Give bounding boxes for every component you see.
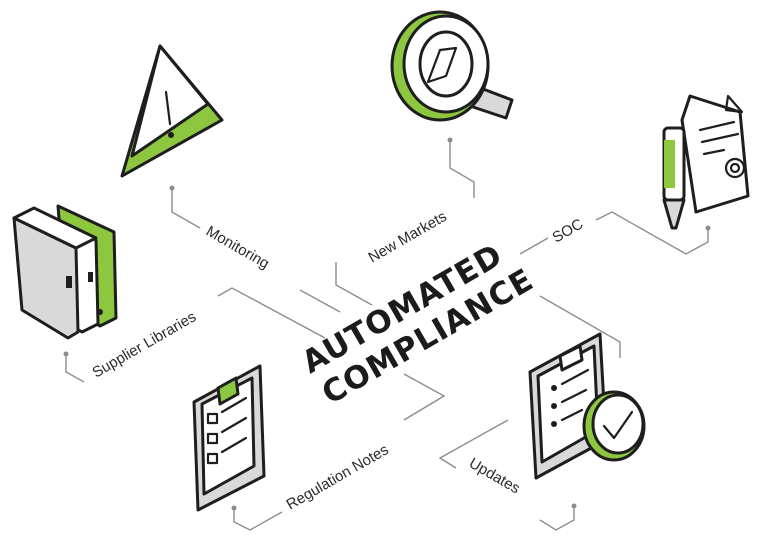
connector-supplier — [65, 287, 326, 383]
connector-dot — [169, 185, 175, 191]
connector-new-markets — [335, 140, 475, 306]
connector-soc — [519, 211, 709, 255]
page-title: AUTOMATED COMPLIANCE — [296, 237, 540, 412]
connector-dot — [447, 137, 453, 143]
label-soc: SOC — [550, 215, 587, 246]
connector-monitoring — [171, 188, 341, 313]
connector-regulation — [233, 373, 446, 531]
label-regulation-notes: Regulation Notes — [284, 441, 392, 513]
warning-triangle-icon — [120, 44, 224, 178]
label-new-markets: New Markets — [366, 208, 450, 266]
connector-dot — [571, 503, 577, 509]
clipboard-checklist-icon — [192, 364, 266, 512]
clipboard-approved-icon — [528, 332, 646, 480]
magnifier-icon — [390, 10, 514, 122]
binders-icon — [12, 204, 118, 340]
connector-dot — [63, 351, 69, 357]
label-monitoring: Monitoring — [203, 223, 272, 273]
connector-updates — [438, 295, 621, 531]
certificate-pen-icon — [662, 94, 750, 230]
connector-dot — [705, 225, 711, 231]
connectors — [63, 137, 711, 531]
label-updates: Updates — [466, 455, 523, 498]
connector-dot — [231, 505, 237, 511]
